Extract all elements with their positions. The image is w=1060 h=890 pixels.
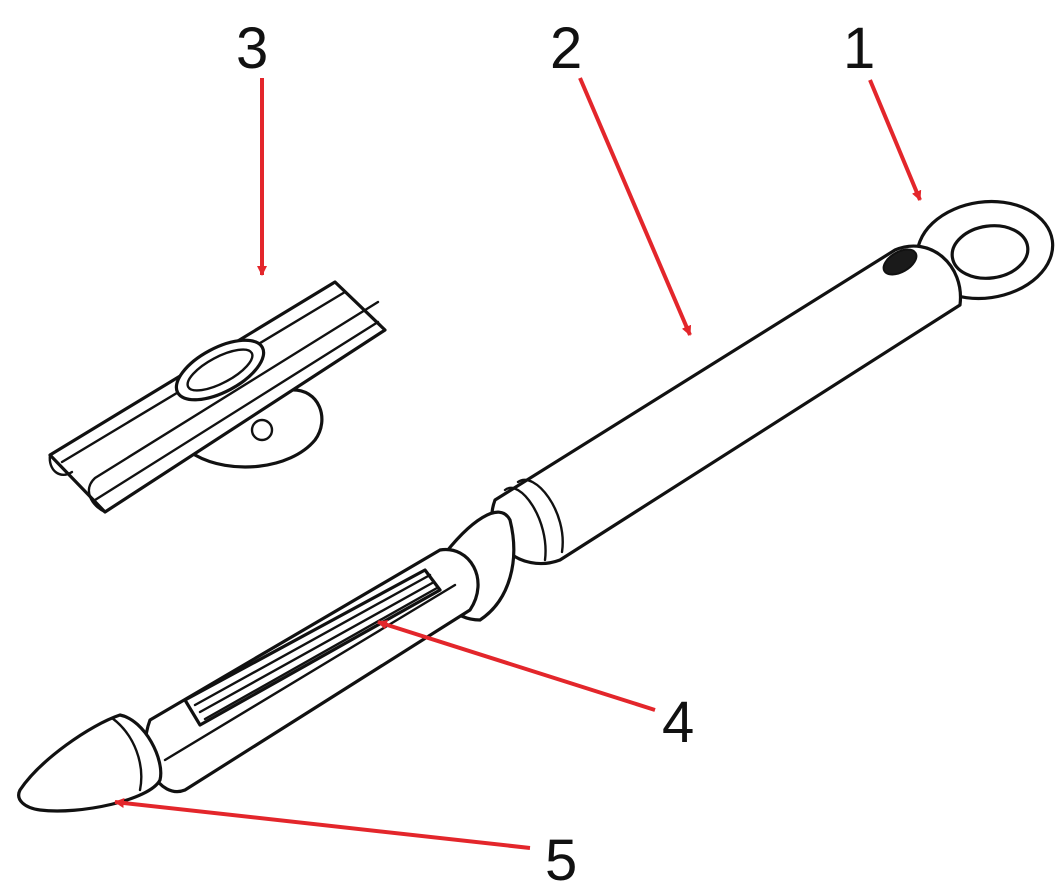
handle [490, 244, 963, 566]
arrow-4 [377, 619, 656, 712]
callout-1: 1 [843, 16, 875, 81]
tip [17, 713, 163, 813]
callout-labels: 1 2 3 4 5 [236, 16, 875, 890]
arrow-2 [578, 77, 692, 336]
arrow-5 [114, 798, 531, 850]
blade-guard [48, 280, 387, 514]
blade-head [143, 547, 480, 794]
blade [183, 568, 442, 727]
peeler-body [17, 199, 1055, 813]
callout-arrows [114, 77, 922, 850]
callout-2: 2 [550, 16, 582, 81]
arrow-1 [868, 79, 922, 201]
callout-5: 5 [545, 828, 577, 890]
callout-3: 3 [236, 16, 268, 81]
callout-4: 4 [662, 690, 694, 755]
